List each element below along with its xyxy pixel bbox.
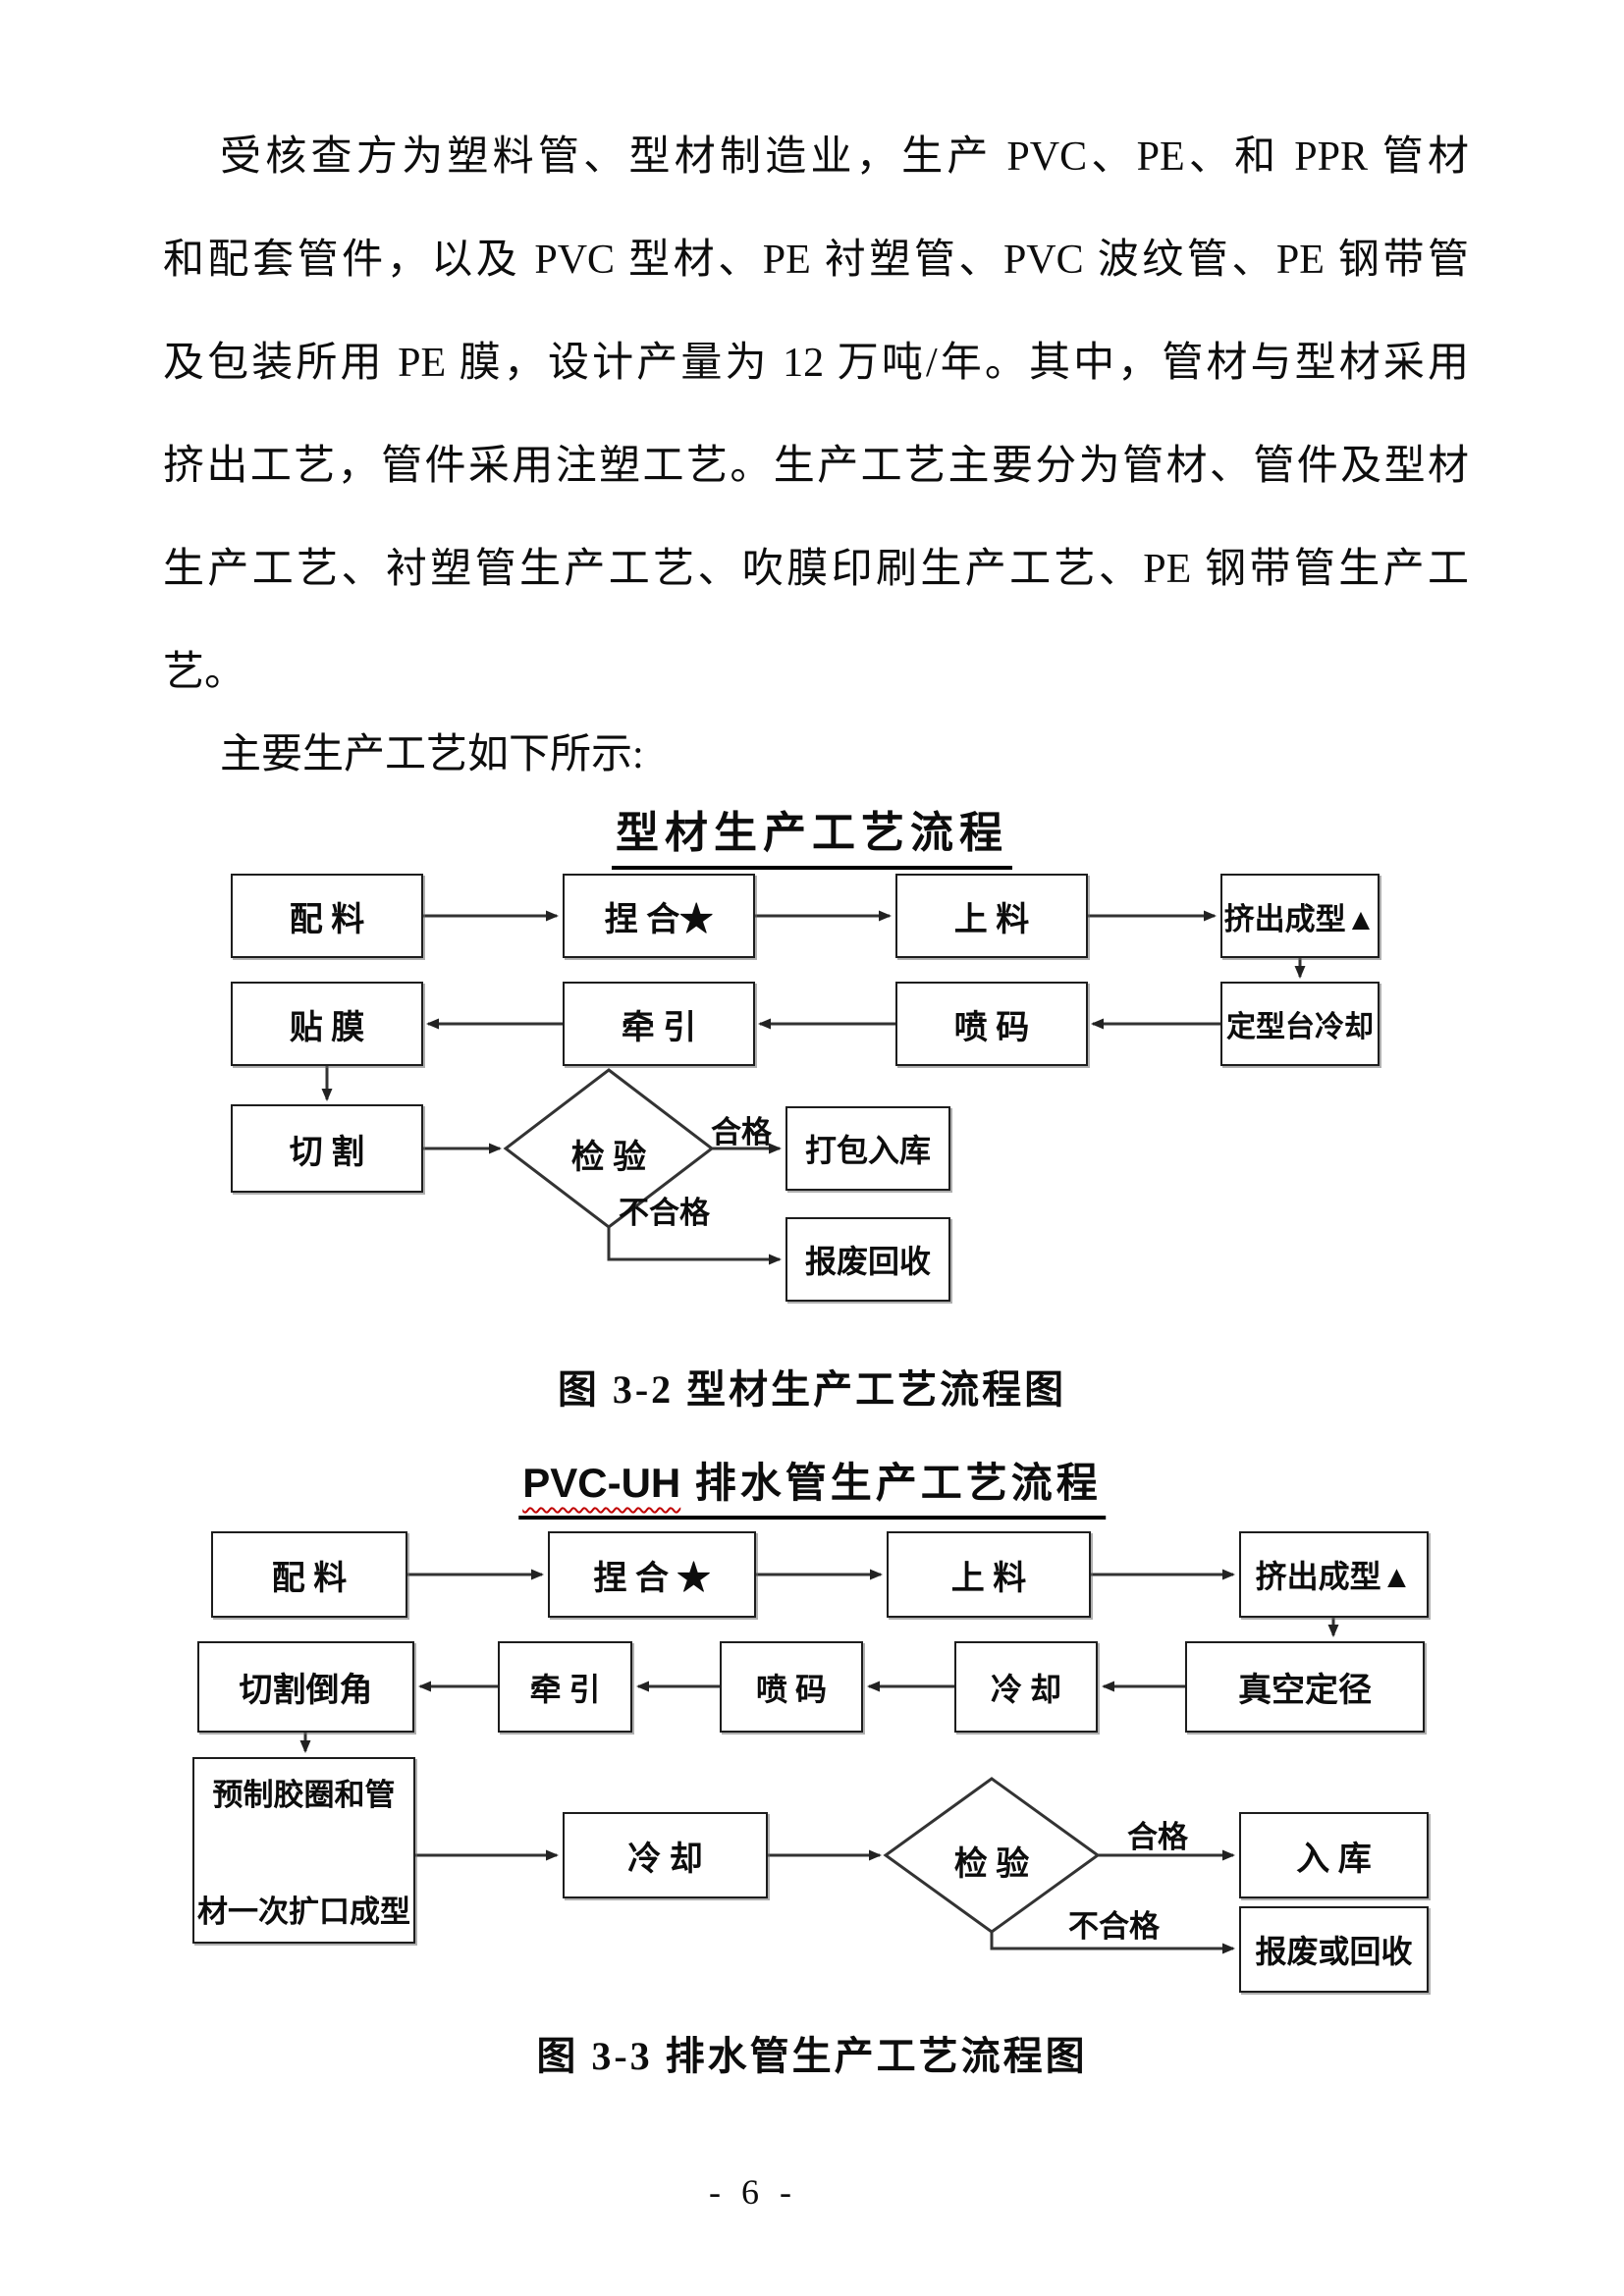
edge-label-pass: 合格 [1127, 1820, 1188, 1854]
paragraph-line: 艺。 [163, 650, 246, 695]
flowchart2-title-cn: 排水管生产工艺流程 [680, 1462, 1102, 1507]
flow-node-qiege: 切 割 [231, 1104, 423, 1193]
flow-node-jichuchengxing: 挤出成型▲ [1239, 1531, 1429, 1618]
edge-label-fail: 不合格 [619, 1196, 710, 1230]
flow-node-yuzhi-kuokou: 预制胶圈和管 材一次扩口成型 [192, 1757, 415, 1944]
edge-label-pass: 合格 [711, 1115, 772, 1149]
flowchart-profile-process: 型材生产工艺流程 配 料 捏 合★ 上 料 挤出成型▲ 贴 膜 牵 引 喷 码 … [0, 795, 1624, 1360]
flow-node-penma: 喷 码 [895, 982, 1088, 1066]
flow-node-dingxingtai: 定型台冷却 [1220, 982, 1380, 1066]
flowchart-drainpipe-process: PVC-UH 排水管生产工艺流程 配 料 捏 合 ★ 上 料 挤出成型▲ 切割倒… [0, 1448, 1624, 2066]
flow-node-dabaoruku: 打包入库 [785, 1106, 950, 1191]
flow-node-peiliao: 配 料 [211, 1531, 407, 1618]
flow-node-lengque: 冷 却 [954, 1641, 1098, 1733]
flow-node-niehe: 捏 合 ★ [548, 1531, 756, 1618]
flowchart2-connectors [299, 1569, 1339, 1954]
flow-node-tiemo: 贴 膜 [231, 982, 423, 1066]
flowchart1-connectors [321, 910, 1306, 1265]
paragraph-line: 受核查方为塑料管、型材制造业，生产 PVC、PE、和 PPR 管材 [220, 134, 1469, 180]
figure-caption-3-2: 图 3-2 型材生产工艺流程图 [557, 1367, 1067, 1412]
flow-node-peiliao: 配 料 [231, 874, 423, 958]
lead-in-text: 主要生产工艺如下所示: [220, 732, 644, 777]
paragraph-line: 生产工艺、衬塑管生产工艺、吹膜印刷生产工艺、PE 钢带管生产工 [163, 547, 1469, 592]
flow-node-qianyin: 牵 引 [498, 1641, 632, 1733]
paragraph-line: 挤出工艺，管件采用注塑工艺。生产工艺主要分为管材、管件及型材 [163, 444, 1469, 489]
flow-node-shangliao: 上 料 [895, 874, 1088, 958]
paragraph-line: 及包装所用 PE 膜，设计产量为 12 万吨/年。其中，管材与型材采用 [163, 341, 1469, 386]
flowchart2-title: PVC-UH 排水管生产工艺流程 [518, 1450, 1106, 1520]
flow-node-yuzhi-line2: 材一次扩口成型 [197, 1895, 410, 1929]
decision-diamond-shape [883, 1777, 1101, 1934]
flow-node-qiegedaojiao: 切割倒角 [197, 1641, 414, 1733]
flow-node-baofeihuishou: 报废回收 [785, 1217, 950, 1302]
body-paragraph: 受核查方为塑料管、型材制造业，生产 PVC、PE、和 PPR 管材 和配套管件，… [163, 106, 1469, 724]
flowchart1-title: 型材生产工艺流程 [612, 797, 1012, 870]
flow-node-zhenkongdingjing: 真空定径 [1185, 1641, 1425, 1733]
page-number: - 6 - [709, 2172, 797, 2212]
flow-node-baofei: 报废或回收 [1239, 1906, 1429, 1993]
flowchart2-title-latin: PVC-UH [522, 1460, 681, 1506]
flow-node-jichuchengxing: 挤出成型▲ [1220, 874, 1380, 958]
flow-decision-jianyan: 检 验 [953, 1846, 1030, 1883]
flow-decision-jianyan: 检 验 [570, 1140, 647, 1176]
flow-node-penma: 喷 码 [720, 1641, 863, 1733]
flow-node-yuzhi-line1: 预制胶圈和管 [212, 1778, 396, 1812]
flow-node-qianyin: 牵 引 [563, 982, 755, 1066]
figure-caption-3-3: 图 3-3 排水管生产工艺流程图 [536, 2034, 1088, 2078]
flow-node-niehe: 捏 合★ [563, 874, 755, 958]
edge-label-fail: 不合格 [1068, 1909, 1160, 1944]
flow-node-lengque2: 冷 却 [563, 1812, 768, 1898]
paragraph-line: 和配套管件，以及 PVC 型材、PE 衬塑管、PVC 波纹管、PE 钢带管 [163, 238, 1469, 283]
decision-diamond-shape [503, 1068, 715, 1229]
flow-node-shangliao: 上 料 [887, 1531, 1091, 1618]
flow-node-ruku: 入 库 [1239, 1812, 1429, 1898]
